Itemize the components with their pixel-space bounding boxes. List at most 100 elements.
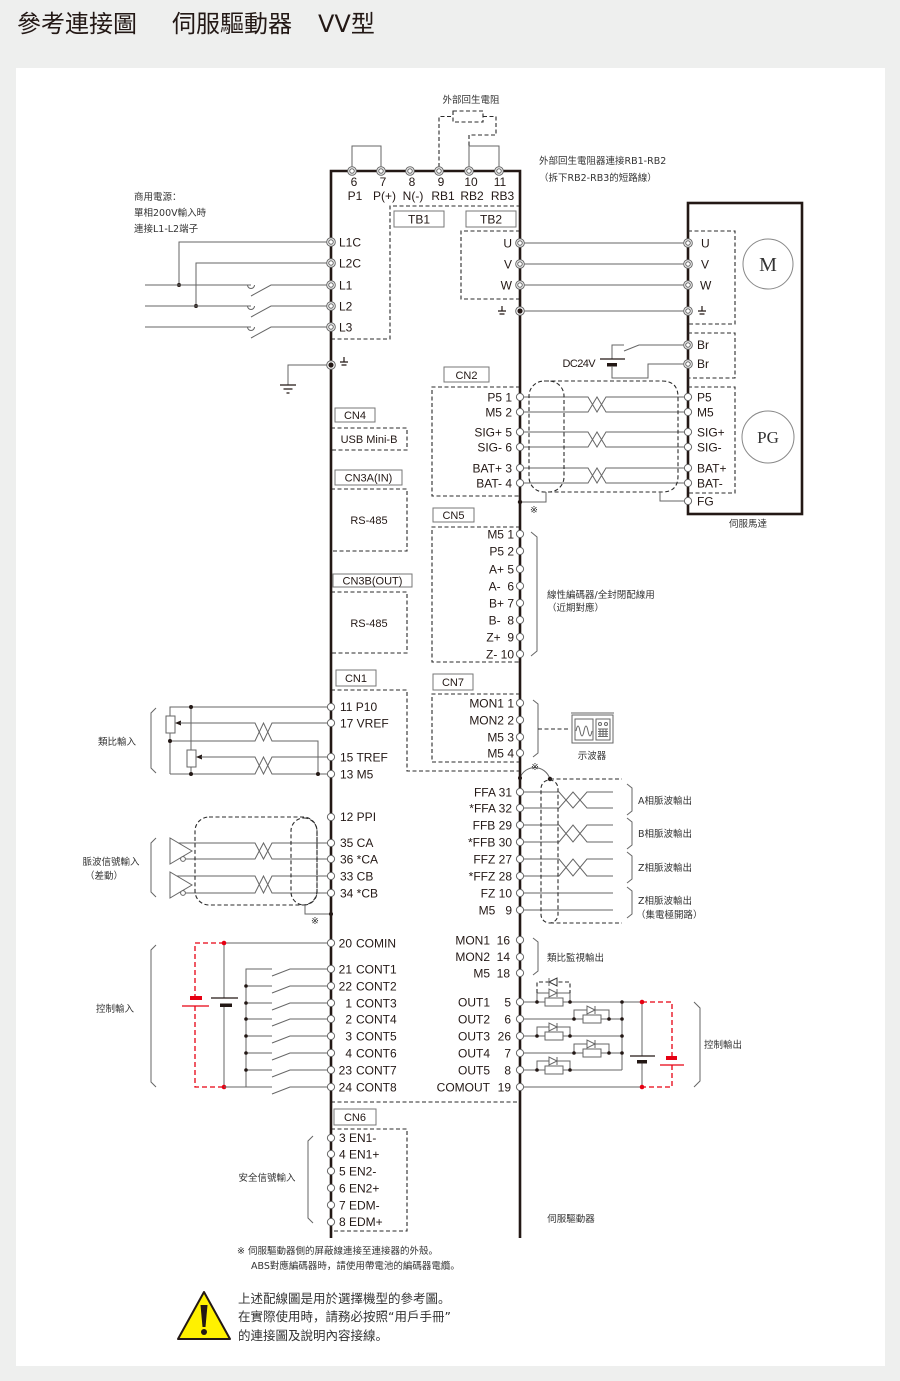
motor-terminal [683, 259, 693, 269]
pin-name-cont2: CONT2 [356, 980, 397, 994]
pin-number: 7 [504, 1047, 511, 1061]
pin [683, 407, 693, 417]
earth-ground-icon [280, 384, 296, 394]
cn5-note-line-2: （近期對應） [547, 602, 604, 614]
analog-monitor-label: 類比監視輸出 [547, 952, 604, 964]
junction-dot [316, 772, 320, 776]
pin [515, 598, 525, 608]
terminal-label-u: U [503, 237, 512, 251]
z-phase-oc-bracket [626, 886, 633, 919]
cable-shield-pill [540, 779, 559, 924]
terminal-number: 6 [351, 175, 358, 189]
battery-icon-short-plate [220, 1003, 232, 1007]
wire-sig-plus [524, 431, 684, 448]
regen-wire-rb2 [468, 115, 497, 146]
knob-icon [598, 722, 602, 726]
pin-number: 22 [339, 980, 353, 994]
pin [515, 854, 525, 864]
control-input-wiring [182, 940, 327, 1095]
pin [326, 854, 336, 864]
wire-l2c [195, 262, 327, 306]
relay-coil-icon [544, 997, 564, 1007]
page-title-part-2: 伺服驅動器 [172, 10, 292, 38]
pin [326, 964, 336, 974]
cn2-pin-sig-plus: SIG+ 5 [474, 426, 512, 440]
pin [515, 997, 525, 1007]
wire-ffa-n [524, 791, 613, 809]
diode-icon [548, 988, 559, 998]
cn2-pin-p5: P5 1 [487, 391, 512, 405]
pin [326, 702, 336, 712]
motor-symbol-circle [742, 238, 794, 290]
power-note-line-3: 連接L1-L2端子 [134, 223, 199, 235]
terminal-number: 8 [409, 175, 416, 189]
cn1-pin-30: *FFB 30 [468, 836, 512, 850]
warning-line-3: 的連接圖及說明內容接線。 [238, 1328, 388, 1343]
pin [326, 718, 336, 728]
wire-ffz [524, 858, 613, 877]
pin [515, 935, 525, 945]
regen-resistor-symbol [452, 110, 484, 123]
wire-tref [201, 756, 327, 776]
motor-power-terminal-region [688, 230, 736, 325]
terminal-label-l2c: L2C [339, 257, 361, 271]
motor-terminal-bat-minus: BAT- [697, 477, 723, 491]
wire-p5 [524, 396, 684, 413]
regen-note-line-2: （拆下RB2-RB3的短路線） [539, 172, 657, 184]
analog-monitor-bracket [532, 937, 539, 976]
cn7-pin-1: MON1 1 [469, 697, 514, 711]
pin [515, 427, 525, 437]
pin [515, 392, 525, 402]
motor-terminal-fg: FG [697, 495, 714, 509]
brake-wire-return [611, 363, 684, 379]
pin [515, 888, 525, 898]
pin [326, 1183, 336, 1193]
cn5-note-line-1: 線性編碼器/全封閉配線用 [547, 589, 655, 601]
cn1-pin-28: *FFZ 28 [469, 870, 513, 884]
pin [515, 732, 525, 742]
pin [326, 1048, 336, 1058]
cn5-pin-8: B- 8 [489, 614, 515, 628]
cn1-pin-27: FFZ 27 [473, 853, 512, 867]
pin [515, 615, 525, 625]
cn3a-label-box [334, 469, 403, 486]
z-phase-oc-output-label: Z相脈波輸出 [638, 895, 692, 907]
junction-dot [221, 940, 227, 946]
tb2-label: TB2 [480, 213, 502, 227]
motor-symbol: M [759, 254, 777, 276]
wire-ffb-n [524, 824, 613, 843]
cn1-pin-13: 13 M5 [340, 768, 374, 782]
pin [326, 981, 336, 991]
cn3b-region [331, 591, 408, 654]
pulse-output-cable [524, 778, 622, 924]
diode-icon [586, 1039, 597, 1049]
control-input-bracket [150, 944, 157, 1088]
motor-terminal [683, 280, 693, 290]
pin [326, 812, 336, 822]
junction-dot [620, 1034, 624, 1038]
junction-dot [244, 1001, 248, 1005]
pin-name-cont7: CONT7 [356, 1064, 397, 1078]
control-input-pin-labels: 20 COMIN 21 CONT1 22 CONT2 1 CONT3 2 CON… [339, 937, 397, 1095]
junction-dot [607, 1051, 611, 1055]
page-title-part-1: 參考連接圖 [17, 10, 137, 38]
junction-dot [568, 1068, 572, 1072]
cn7-label: CN7 [442, 677, 464, 689]
terminal-u [515, 238, 525, 248]
oscilloscope-screen [574, 718, 594, 741]
pin-name-cont5: CONT5 [356, 1030, 397, 1044]
servo-drive-label: 伺服驅動器 [547, 1213, 595, 1225]
main-circuit-terminals: 6 7 8 9 10 11 P1 P(+) N(-) RB1 RB2 RB3 [347, 166, 514, 203]
terminal-number: 9 [438, 175, 445, 189]
cn1-pin-29: FFB 29 [473, 819, 513, 833]
terminal-n-minus [405, 166, 415, 176]
power-input-wiring [145, 241, 327, 394]
oscilloscope-panel [595, 718, 611, 741]
relay-coil-icon [544, 1065, 564, 1075]
cn4-port: USB Mini-B [341, 434, 398, 446]
terminal-l1 [326, 280, 336, 290]
cn5-pin-2: P5 2 [489, 545, 514, 559]
pin-number: 6 [504, 1013, 511, 1027]
pin [515, 803, 525, 813]
cn1-pin-35: 35 CA [340, 836, 373, 850]
